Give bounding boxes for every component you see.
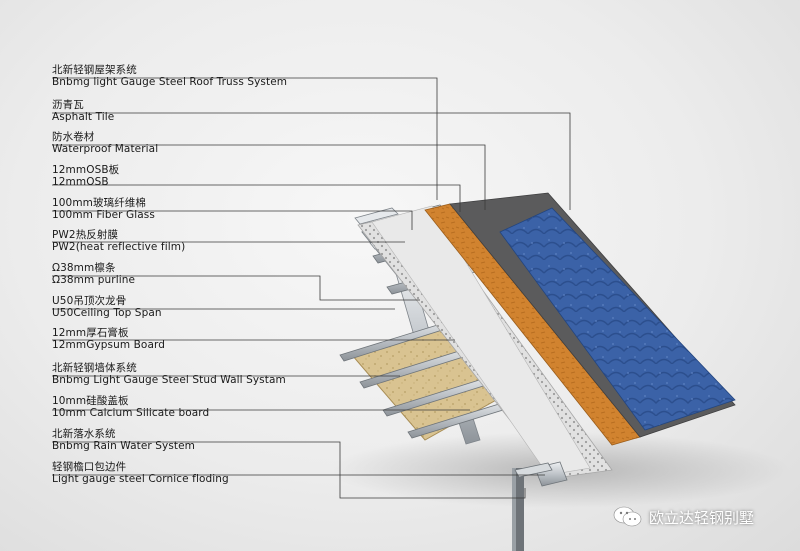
label-roof-truss-system: 北新轻钢屋架系统 Bnbmg light Gauge Steel Roof Tr… <box>52 64 287 88</box>
label-en: Light gauge steel Cornice floding <box>52 473 229 485</box>
label-en: 100mm Fiber Glass <box>52 209 155 221</box>
label-waterproof-material: 防水卷材 Waterproof Material <box>52 131 158 155</box>
label-zh: U50吊顶次龙骨 <box>52 295 127 307</box>
label-zh: 100mm玻璃纤维棉 <box>52 197 146 209</box>
label-en: Ω38mm purline <box>52 274 136 286</box>
label-en: 12mmOSB <box>52 176 109 188</box>
label-zh: 12mm厚石膏板 <box>52 327 129 339</box>
label-en: Asphalt Tile <box>52 111 115 123</box>
label-calcium-silicate-board: 10mm硅酸盖板 10mm Calcium Silicate board <box>52 395 209 419</box>
label-gypsum-board: 12mm厚石膏板 12mmGypsum Board <box>52 327 165 351</box>
label-en: Bnbmg Rain Water System <box>52 440 195 452</box>
label-zh: Ω38mm檩条 <box>52 262 116 274</box>
label-reflective-film: PW2热反射膜 PW2(heat reflective film) <box>52 229 185 253</box>
label-zh: 防水卷材 <box>52 131 95 143</box>
label-zh: 北新轻钢屋架系统 <box>52 64 137 76</box>
label-en: U50Ceiling Top Span <box>52 307 162 319</box>
label-asphalt-tile: 沥青瓦 Asphalt Tile <box>52 99 114 123</box>
label-zh: 12mmOSB板 <box>52 164 120 176</box>
label-en: 12mmGypsum Board <box>52 339 165 351</box>
label-rain-water-system: 北新落水系统 Bnbmg Rain Water System <box>52 428 195 452</box>
label-en: Waterproof Material <box>52 143 159 155</box>
watermark: 欧立达轻钢别墅 <box>613 505 754 529</box>
label-stud-wall-system: 北新轻钢墙体系统 Bnbmg Light Gauge Steel Stud Wa… <box>52 362 286 386</box>
label-zh: 轻钢檐口包边件 <box>52 461 127 473</box>
label-osb: 12mmOSB板 12mmOSB <box>52 164 119 188</box>
leader-lines <box>52 77 571 499</box>
label-en: 10mm Calcium Silicate board <box>52 407 210 419</box>
asphalt-tile <box>499 207 736 431</box>
wechat-icon <box>613 506 642 527</box>
label-en: PW2(heat reflective film) <box>52 241 186 253</box>
label-en: Bnbmg light Gauge Steel Roof Truss Syste… <box>52 76 288 88</box>
support-post <box>512 468 524 551</box>
label-zh: 10mm硅酸盖板 <box>52 395 129 407</box>
label-en: Bnbmg Light Gauge Steel Stud Wall Systam <box>52 374 286 386</box>
label-zh: 北新落水系统 <box>52 428 116 440</box>
label-zh: 北新轻钢墙体系统 <box>52 362 137 374</box>
label-cornice-flashing: 轻钢檐口包边件 Light gauge steel Cornice flodin… <box>52 461 229 485</box>
label-zh: 沥青瓦 <box>52 99 84 111</box>
label-ceiling-top-span: U50吊顶次龙骨 U50Ceiling Top Span <box>52 295 162 319</box>
watermark-text: 欧立达轻钢别墅 <box>648 508 754 527</box>
label-fiber-glass: 100mm玻璃纤维棉 100mm Fiber Glass <box>52 197 155 221</box>
label-zh: PW2热反射膜 <box>52 229 119 241</box>
label-purline: Ω38mm檩条 Ω38mm purline <box>52 262 135 286</box>
